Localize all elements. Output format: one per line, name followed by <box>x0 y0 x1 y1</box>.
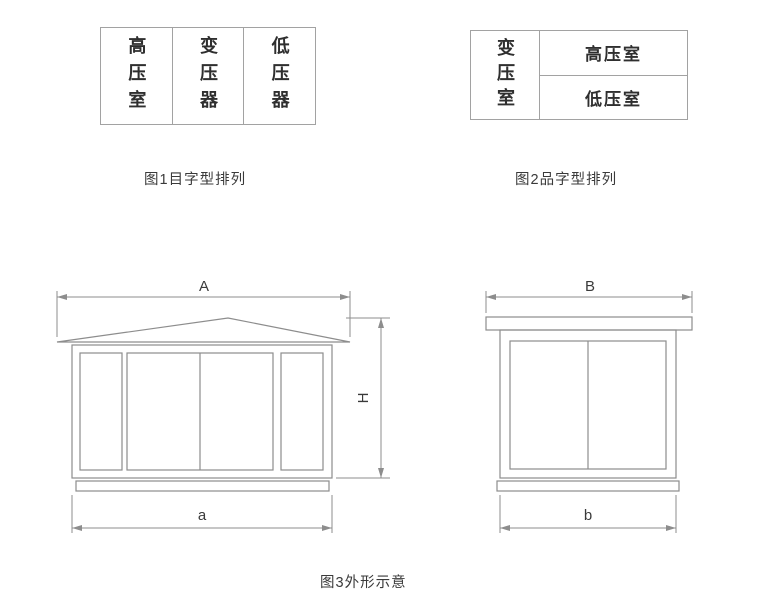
figure2-table: 变压室 高压室 低压室 <box>470 30 688 120</box>
left-building-panel-1 <box>79 352 123 471</box>
figure3-caption: 图3外形示意 <box>320 575 407 591</box>
figure2-cell-transformer-room: 变压室 <box>471 31 539 119</box>
left-building-dimensions: A H a <box>56 278 390 533</box>
figure1-cell-low-voltage: 低压器 <box>243 28 315 124</box>
figure2-cell-transformer-room-label: 变压室 <box>495 37 515 113</box>
dim-b-label: b <box>584 507 592 524</box>
left-building-body <box>71 344 333 479</box>
right-building-body <box>499 329 677 479</box>
figure2-cell-low-voltage-room-label: 低压室 <box>585 89 642 109</box>
figure1-cell-low-voltage-label: 低压器 <box>269 35 290 117</box>
figure2-cell-high-voltage-room: 高压室 <box>540 31 687 75</box>
figure1-cell-high-voltage-room-label: 高压室 <box>126 35 147 117</box>
figure1-cell-high-voltage-room: 高压室 <box>101 28 172 124</box>
dim-A-label: A <box>199 278 209 295</box>
dim-B-label: B <box>585 278 595 295</box>
right-building <box>485 316 693 492</box>
figure1-caption: 图1目字型排列 <box>144 172 247 188</box>
right-building-base <box>496 480 680 492</box>
left-building-panel-4 <box>280 352 324 471</box>
figure2-cell-low-voltage-room: 低压室 <box>540 74 687 120</box>
figure1-cell-transformer: 变压器 <box>171 28 244 124</box>
left-building-base <box>75 480 330 492</box>
left-building <box>56 317 351 492</box>
figure3-drawing: A H a B b <box>56 278 693 533</box>
figure2-right-column: 高压室 低压室 <box>539 31 687 119</box>
right-building-dimensions: B b <box>485 278 693 533</box>
figure1-table: 高压室 变压器 低压器 <box>100 27 316 125</box>
dim-H-label: H <box>355 393 372 404</box>
dim-a-label: a <box>198 507 207 524</box>
figure2-caption: 图2品字型排列 <box>515 172 618 188</box>
right-building-roof <box>485 316 693 331</box>
figure2-cell-high-voltage-room-label: 高压室 <box>585 45 642 65</box>
figure1-cell-transformer-label: 变压器 <box>198 35 218 117</box>
left-building-roof <box>56 317 351 343</box>
